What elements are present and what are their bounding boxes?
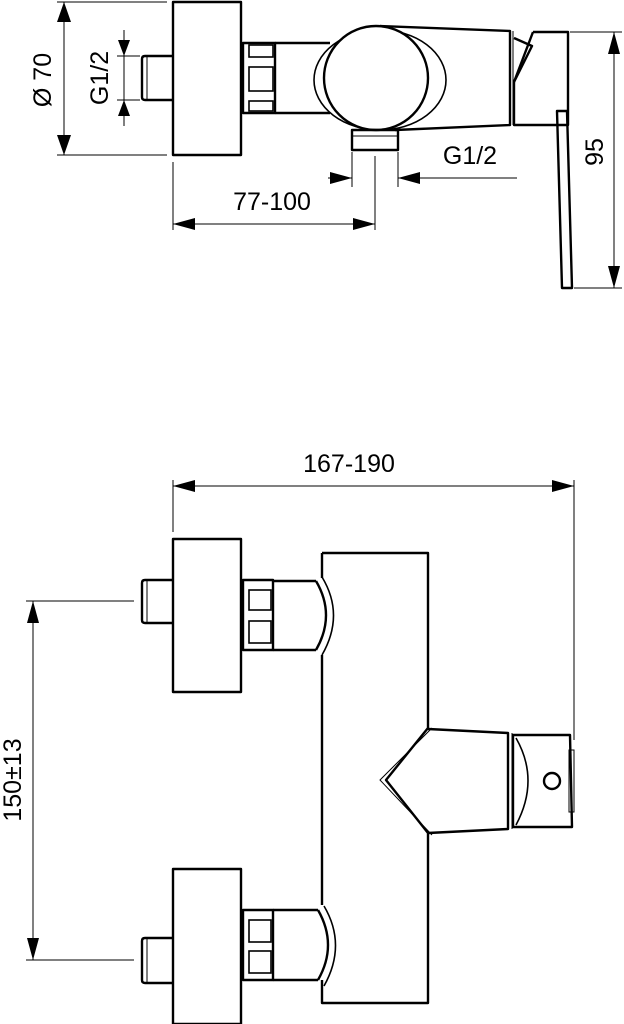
inlet-stub-top <box>140 54 173 102</box>
dim-projection: 77-100 <box>233 188 311 216</box>
dim-diameter: Ø 70 <box>29 53 57 107</box>
inlet-stub-lower <box>140 936 173 985</box>
escutcheon-lower <box>171 867 243 1024</box>
dim-lever-height: 95 <box>581 138 609 166</box>
dome-top <box>322 24 430 132</box>
body-top <box>379 24 512 132</box>
dim-inlet-thread: G1/2 <box>86 51 114 105</box>
valve-block-front <box>427 727 510 835</box>
handle-indicator <box>542 771 562 791</box>
escutcheon-upper <box>171 537 243 694</box>
top-view: Ø 70 G1/2 77-100 G1/2 95 <box>29 0 622 290</box>
dim-overall-width: 167-190 <box>303 450 395 478</box>
outlet-stub-top <box>350 128 400 152</box>
escutcheon-top <box>171 0 243 157</box>
dim-inlet-centres: 150±13 <box>0 738 27 821</box>
lever-top <box>512 30 570 127</box>
handle-cap-front <box>511 733 574 829</box>
front-view: 167-190 <box>0 450 575 1024</box>
connector-nut-top <box>241 41 277 115</box>
inlet-stub-upper <box>140 578 173 625</box>
mixer-body-front <box>320 551 430 1005</box>
lever-blade-top <box>555 109 574 290</box>
dim-outlet-thread: G1/2 <box>443 142 497 170</box>
